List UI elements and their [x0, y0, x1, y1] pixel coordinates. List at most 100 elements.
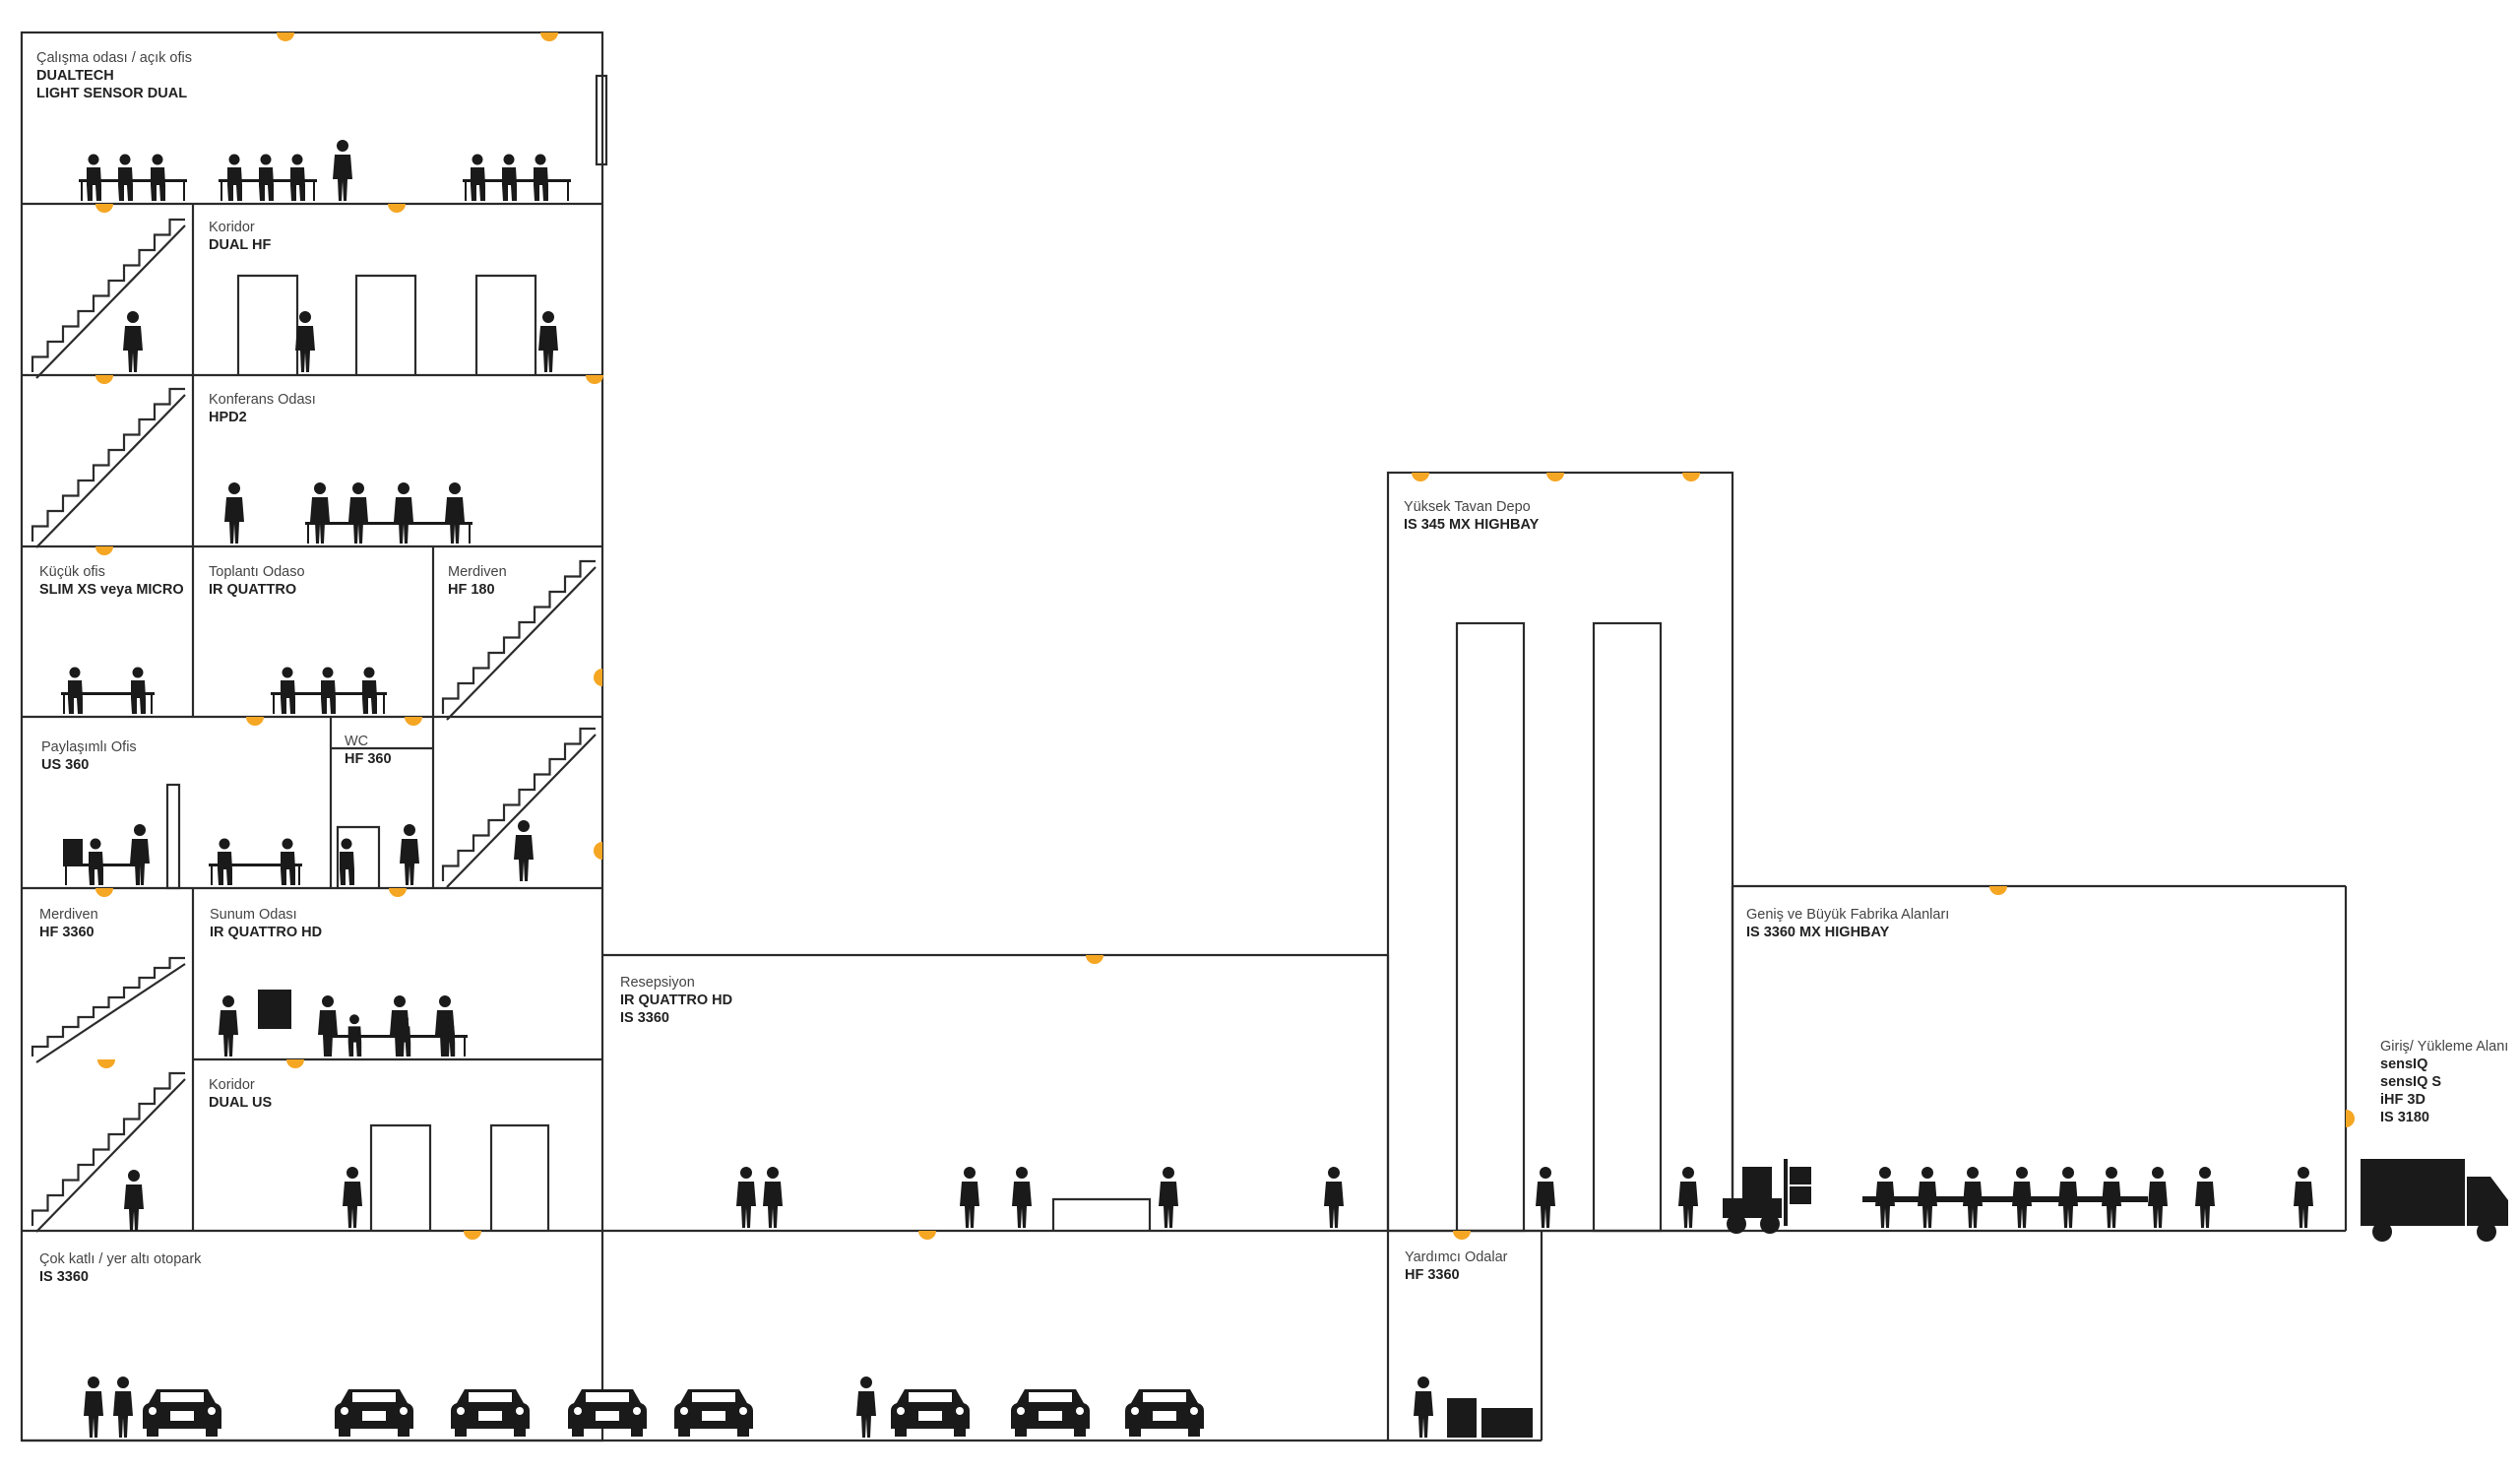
body [333, 155, 352, 201]
walking-person-icon [295, 311, 315, 372]
desk-leg [138, 864, 140, 885]
body [281, 680, 295, 714]
body [2195, 1182, 2215, 1228]
staircase-rail [35, 224, 186, 379]
room-label-depo: Yüksek Tavan Depo IS 345 MX HIGHBAY [1404, 498, 1539, 534]
sensor-dot [1546, 473, 1564, 481]
head [322, 995, 334, 1007]
head [341, 838, 352, 850]
staircase [31, 956, 185, 1057]
room-label-konferans: Konferans Odası HPD2 [209, 391, 316, 426]
head [314, 482, 326, 494]
body [68, 680, 83, 714]
wheel [572, 1429, 584, 1437]
room-label-paylasimli: Paylaşımlı Ofis US 360 [41, 738, 137, 774]
room-product: IS 3360 [620, 1010, 669, 1026]
body [130, 839, 150, 885]
body [2148, 1182, 2168, 1228]
head [349, 1014, 359, 1025]
head [152, 154, 163, 165]
desk-top [79, 179, 187, 182]
staircase-rail [35, 394, 186, 548]
seated-worker-icon [281, 838, 295, 885]
head [394, 995, 406, 1007]
head [535, 154, 546, 165]
person-icon [124, 1170, 144, 1231]
head [1540, 1167, 1551, 1179]
head [134, 824, 146, 836]
wheel [895, 1429, 907, 1437]
body [1414, 1391, 1433, 1438]
person-icon [1159, 1167, 1178, 1228]
person-icon [538, 311, 558, 372]
desk-top [271, 692, 387, 695]
head [219, 838, 230, 850]
body [1963, 1182, 1983, 1228]
sensor-dot [464, 1231, 481, 1240]
headlight [1017, 1407, 1025, 1415]
room-label-kucuk-ofis: Küçük ofis SLIM XS veya MICRO [39, 563, 184, 599]
body [534, 167, 548, 201]
head [1967, 1167, 1979, 1179]
room-name: Çok katlı / yer altı otopark [39, 1251, 202, 1267]
desk-leg [327, 1035, 329, 1057]
storage-rack [1455, 621, 1526, 1233]
head [2016, 1167, 2028, 1179]
desk-top [463, 179, 571, 182]
head [860, 1377, 872, 1388]
sensor-dot [95, 546, 113, 555]
chart-board-icon [258, 990, 291, 1029]
person-icon [400, 824, 419, 885]
wheel [2477, 1222, 2496, 1242]
head [352, 482, 364, 494]
head [542, 311, 554, 323]
sensor-dot [1086, 955, 1103, 964]
body [1159, 1182, 1178, 1228]
desk-top [325, 1035, 468, 1038]
wheel [206, 1429, 218, 1437]
desk-leg [220, 179, 222, 201]
sensor-dot [95, 204, 113, 213]
head [1682, 1167, 1694, 1179]
presenter-icon [219, 995, 238, 1057]
door [354, 274, 417, 374]
windshield [160, 1392, 204, 1402]
desk-leg [211, 864, 213, 885]
meeting-person-icon [310, 482, 330, 544]
room-name: Koridor [209, 1077, 255, 1093]
headlight [956, 1407, 964, 1415]
head [346, 1167, 358, 1179]
head [282, 838, 293, 850]
wheel [678, 1429, 690, 1437]
body [321, 680, 336, 714]
warehouse-outline [1386, 471, 1734, 1233]
room-label-koridor: Koridor DUAL HF [209, 219, 271, 254]
seated-worker-icon [218, 838, 232, 885]
grille [170, 1411, 194, 1421]
sensor-dot [918, 1231, 936, 1240]
delivery-person-icon [2294, 1167, 2313, 1228]
forklift-icon [1723, 1159, 1811, 1234]
head [69, 667, 81, 678]
person-icon [514, 820, 534, 881]
head [228, 482, 240, 494]
head [117, 1377, 129, 1388]
body [441, 1026, 456, 1057]
head [2298, 1167, 2309, 1179]
body [219, 1010, 238, 1057]
desk-leg [307, 522, 309, 544]
body [347, 1026, 362, 1057]
table-icon [325, 1035, 468, 1057]
room-product: HF 180 [448, 582, 495, 598]
forklift-body [1723, 1167, 1782, 1218]
staircase-rail [35, 963, 186, 1063]
sensor-dot [388, 204, 406, 213]
room-name: Yardımcı Odalar [1405, 1249, 1508, 1265]
factory-worker-icon [2148, 1167, 2168, 1228]
sensor-dot [95, 888, 113, 897]
head [90, 838, 101, 850]
person-icon [224, 482, 244, 544]
room-product: IR QUATTRO [209, 582, 297, 598]
head [2152, 1167, 2164, 1179]
